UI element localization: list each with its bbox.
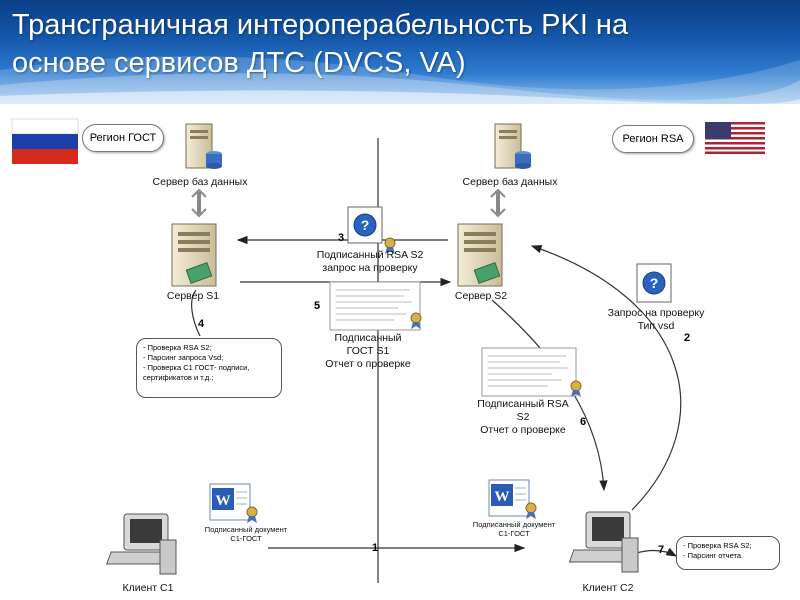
svg-text:?: ? [361,217,370,233]
database-server-right-icon [494,123,531,169]
word-document-left-icon: W [209,483,258,524]
usa-flag-icon [705,122,765,154]
svg-text:W: W [495,489,510,505]
step-7-number: 7 [658,544,665,556]
title-line-1: Трансграничная интероперабельность PKI н… [12,9,629,41]
arrow-step-2 [530,245,682,511]
client-c2-computer-icon [568,511,639,573]
report-document-gost-icon [329,281,422,331]
signed-document-left-label: Подписанный документ С1-ГОСТ [204,525,288,543]
svg-text:W: W [216,493,231,509]
step-2-number: 2 [684,332,691,344]
title-line-2: основе сервисов ДТС (DVCS, VA) [12,47,466,79]
step-1-number: 1 [372,542,379,554]
slide-title: Трансграничная интероперабельность PKI н… [12,6,792,82]
signed-rsa-report-label: Подписанный RSA S2 Отчет о проверке [477,398,569,436]
title-banner: Трансграничная интероперабельность PKI н… [0,0,800,104]
db-link-right-arrow [490,188,506,218]
client-c2-label: Клиент С2 [582,582,634,594]
s1-checks-note: - Проверка RSA S2; - Парсинг запроса Vsd… [136,338,282,398]
db-server-right-label: Сервер баз данных [462,176,558,188]
db-link-left-arrow [191,188,207,218]
step-3-number: 3 [338,232,345,244]
word-document-right-icon: W [488,479,537,520]
server-s2-icon [457,223,503,287]
russia-flag-icon [11,118,79,164]
client-c1-computer-icon [106,513,177,575]
question-icon-request: ? [636,263,672,303]
signed-rsa-request-label: Подписанный RSA S2 запрос на проверку [316,249,424,274]
arrow-step-4 [191,289,201,337]
database-server-left-icon [185,123,222,169]
step-6-number: 6 [580,416,587,428]
step-4-number: 4 [198,318,205,330]
server-s1-label: Сервер S1 [166,290,220,302]
question-icon: ? [347,206,396,255]
db-server-left-label: Сервер баз данных [152,176,248,188]
server-s2-label: Сервер S2 [454,290,508,302]
signed-gost-report-label: Подписанный ГОСТ S1 Отчет о проверке [325,332,411,370]
region-gost-label: Регион ГОСТ [82,124,164,152]
client-c1-label: Клиент С1 [122,582,174,594]
step-5-number: 5 [314,300,321,312]
server-s1-icon [171,223,217,287]
region-rsa-label: Регион RSA [612,125,694,153]
request-vsd-label: Запрос на проверку Тип vsd [607,307,705,332]
report-document-rsa-icon [481,347,582,398]
signed-document-right-label: Подписанный документ С1-ГОСТ [472,520,556,538]
svg-text:?: ? [650,275,659,291]
banner-waves [0,56,800,104]
c2-checks-note: - Проверка RSA S2; - Парсинг отчета. [676,536,780,570]
